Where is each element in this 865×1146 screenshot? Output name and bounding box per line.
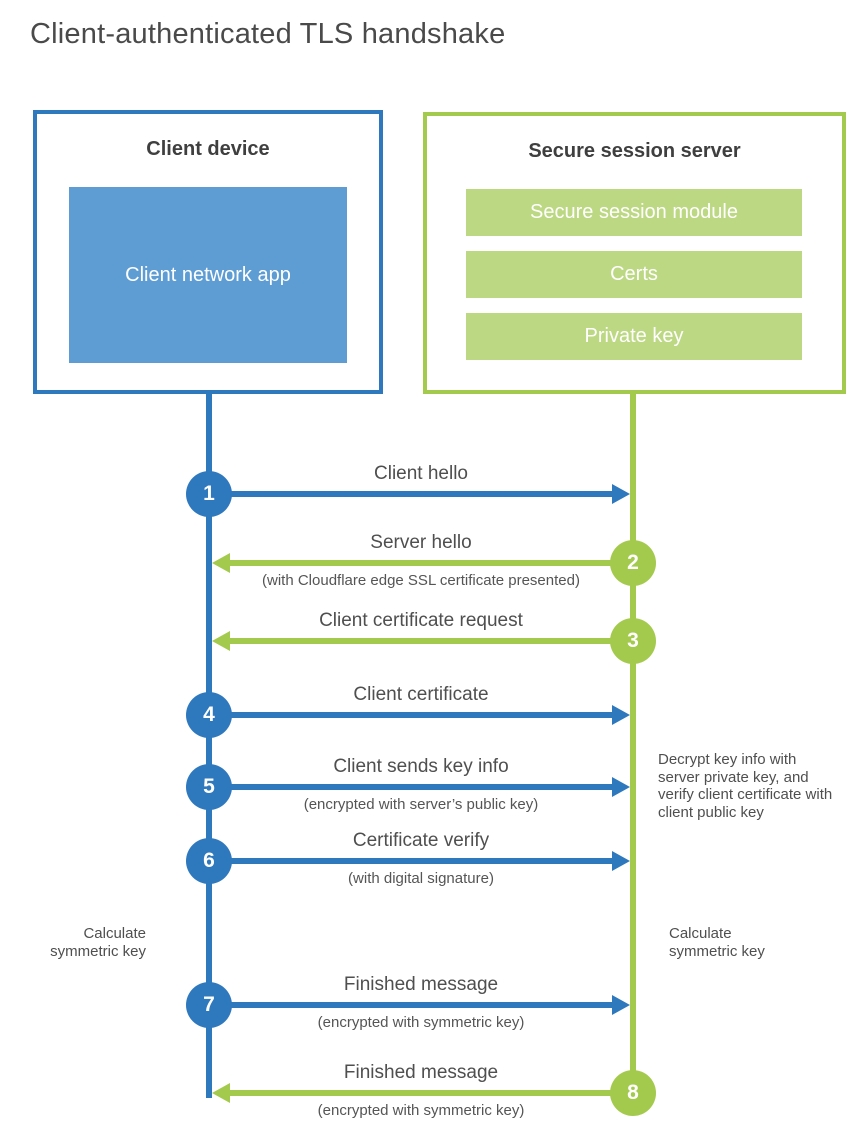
step-8-sublabel: (encrypted with symmetric key) bbox=[317, 1102, 525, 1119]
client-device-title: Client device bbox=[146, 138, 270, 160]
step-4-badge: 4 bbox=[186, 692, 232, 738]
step-4-arrow-line bbox=[209, 712, 612, 718]
step-8-arrow-line bbox=[230, 1090, 633, 1096]
client-network-app-label: Client network app bbox=[125, 263, 291, 286]
step-7-label: Finished message bbox=[343, 974, 499, 995]
server-module-secure-session: Secure session module bbox=[466, 189, 802, 236]
step-7-sublabel: (encrypted with symmetric key) bbox=[317, 1014, 525, 1031]
step-1-arrow-line bbox=[209, 491, 612, 497]
step-3-badge: 3 bbox=[610, 618, 656, 664]
arrow-right-icon bbox=[612, 484, 630, 504]
arrow-left-icon bbox=[212, 1083, 230, 1103]
server-module-private-key: Private key bbox=[466, 313, 802, 360]
step-6-badge: 6 bbox=[186, 838, 232, 884]
calculate-symmetric-key-client-note: Calculate symmetric key bbox=[50, 925, 146, 960]
arrow-left-icon bbox=[212, 631, 230, 651]
step-2-arrow-line bbox=[230, 560, 633, 566]
step-5-sublabel: (encrypted with server’s public key) bbox=[303, 796, 539, 813]
client-device-box: Client device Client network app bbox=[33, 110, 383, 394]
step-2-badge: 2 bbox=[610, 540, 656, 586]
step-6-sublabel: (with digital signature) bbox=[348, 870, 494, 887]
arrow-right-icon bbox=[612, 777, 630, 797]
server-module-certs: Certs bbox=[466, 251, 802, 298]
secure-session-server-box: Secure session server Secure session mod… bbox=[423, 112, 846, 394]
step-7-arrow-line bbox=[209, 1002, 612, 1008]
decrypt-key-info-note: Decrypt key info with server private key… bbox=[658, 751, 833, 822]
step-4-label: Client certificate bbox=[353, 684, 489, 705]
step-8-label: Finished message bbox=[343, 1062, 499, 1083]
step-5-label: Client sends key info bbox=[333, 756, 509, 777]
secure-session-server-title: Secure session server bbox=[528, 140, 741, 162]
calculate-symmetric-key-server-note: Calculate symmetric key bbox=[669, 925, 765, 960]
step-2-label: Server hello bbox=[370, 532, 472, 553]
step-8-badge: 8 bbox=[610, 1070, 656, 1116]
step-1-label: Client hello bbox=[374, 463, 468, 484]
step-1-badge: 1 bbox=[186, 471, 232, 517]
step-5-arrow-line bbox=[209, 784, 612, 790]
client-network-app-box: Client network app bbox=[69, 187, 347, 363]
client-lifeline bbox=[206, 392, 212, 1098]
page-title: Client-authenticated TLS handshake bbox=[30, 18, 506, 50]
arrow-right-icon bbox=[612, 851, 630, 871]
arrow-right-icon bbox=[612, 995, 630, 1015]
step-2-sublabel: (with Cloudflare edge SSL certificate pr… bbox=[262, 572, 580, 589]
step-6-label: Certificate verify bbox=[352, 830, 490, 851]
step-6-arrow-line bbox=[209, 858, 612, 864]
arrow-left-icon bbox=[212, 553, 230, 573]
step-3-label: Client certificate request bbox=[319, 610, 523, 631]
step-7-badge: 7 bbox=[186, 982, 232, 1028]
server-lifeline bbox=[630, 392, 636, 1093]
step-3-arrow-line bbox=[230, 638, 633, 644]
step-5-badge: 5 bbox=[186, 764, 232, 810]
arrow-right-icon bbox=[612, 705, 630, 725]
